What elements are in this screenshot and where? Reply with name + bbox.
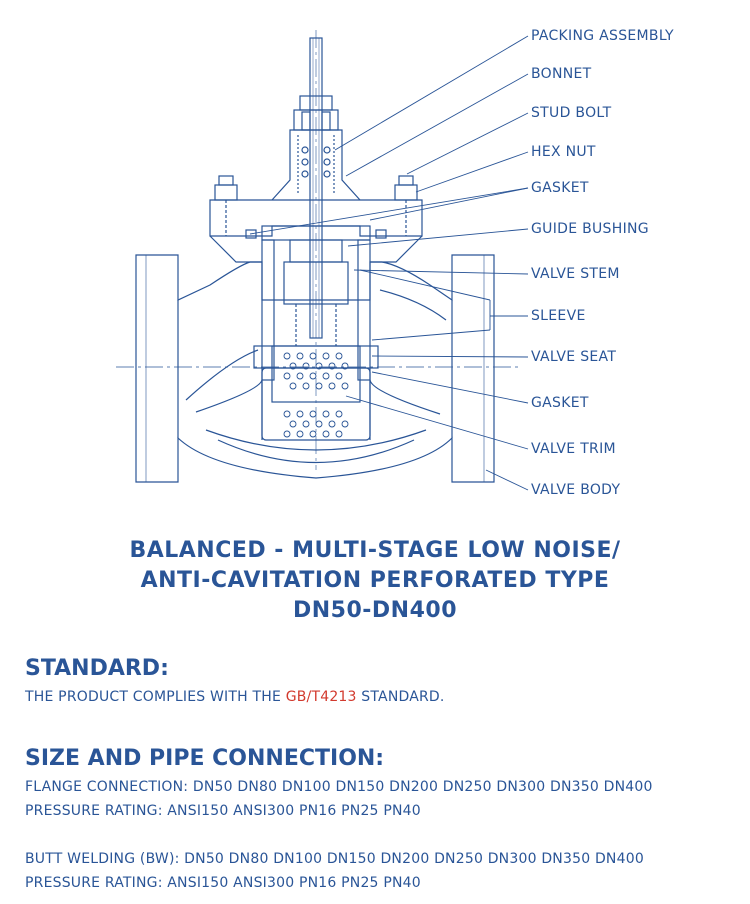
standard-text-after: STANDARD. <box>356 689 445 705</box>
pressure-rating-bw: PRESSURE RATING: ANSI150 ANSI300 PN16 PN… <box>25 875 421 891</box>
standard-code: GB/T4213 <box>285 689 357 705</box>
pressure-rating-flange: PRESSURE RATING: ANSI150 ANSI300 PN16 PN… <box>25 803 421 819</box>
label-valve-body: VALVE BODY <box>531 482 621 498</box>
flange-connection-text: FLANGE CONNECTION: DN50 DN80 DN100 DN150… <box>25 779 653 795</box>
label-sleeve: SLEEVE <box>531 308 586 324</box>
title-line-2: ANTI-CAVITATION PERFORATED TYPE <box>140 568 610 593</box>
standard-text-before: THE PRODUCT COMPLIES WITH THE <box>25 689 286 705</box>
title-line-1: BALANCED - MULTI-STAGE LOW NOISE/ <box>129 538 621 563</box>
label-packing-assembly: PACKING ASSEMBLY <box>531 28 674 44</box>
label-gasket-bottom: GASKET <box>531 395 589 411</box>
title-line-3: DN50-DN400 <box>292 598 458 623</box>
label-valve-seat: VALVE SEAT <box>531 349 617 365</box>
label-bonnet: BONNET <box>531 66 592 82</box>
valve-cross-section-diagram <box>116 30 529 491</box>
size-heading: SIZE AND PIPE CONNECTION: <box>25 746 385 771</box>
label-hex-nut: HEX NUT <box>531 144 596 160</box>
standard-heading: STANDARD: <box>25 656 169 681</box>
label-guide-bushing: GUIDE BUSHING <box>531 221 649 237</box>
standard-text: THE PRODUCT COMPLIES WITH THE GB/T4213 S… <box>25 689 445 705</box>
label-stud-bolt: STUD BOLT <box>531 105 612 121</box>
label-valve-stem: VALVE STEM <box>531 266 620 282</box>
butt-welding-text: BUTT WELDING (BW): DN50 DN80 DN100 DN150… <box>25 851 644 867</box>
label-valve-trim: VALVE TRIM <box>531 441 616 457</box>
label-gasket-top: GASKET <box>531 180 589 196</box>
